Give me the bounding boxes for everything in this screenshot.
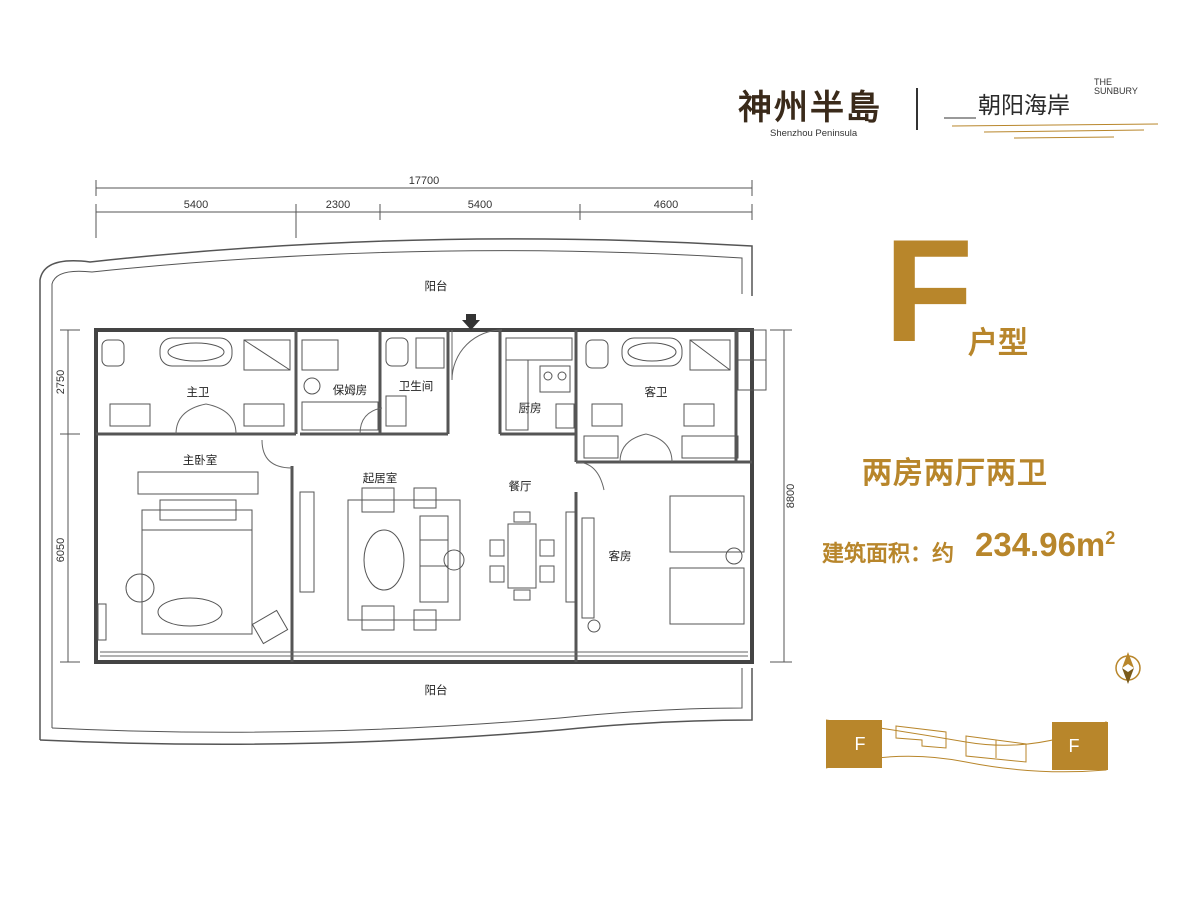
door-swings bbox=[175, 329, 673, 491]
interior-walls bbox=[96, 330, 752, 662]
nanny-room-fixtures bbox=[301, 339, 379, 431]
project-logo-lines bbox=[944, 117, 1159, 139]
living-room-furniture bbox=[299, 487, 465, 631]
guest-bath-fixtures bbox=[585, 337, 731, 427]
dining-furniture bbox=[489, 511, 577, 603]
project-logo-english-line1: THE bbox=[1094, 77, 1112, 87]
room-nanny: 保姆房 bbox=[333, 383, 368, 397]
area-label: 建筑面积：约 bbox=[822, 542, 955, 567]
room-kitchen: 厨房 bbox=[519, 401, 542, 415]
dim-segment-3: 5400 bbox=[468, 199, 492, 211]
developer-logo-english: Shenzhou Peninsula bbox=[770, 128, 858, 139]
balcony-outline bbox=[39, 238, 753, 745]
master-bedroom-furniture bbox=[97, 471, 289, 645]
room-guest-bath: 客卫 bbox=[645, 385, 668, 399]
key-plan-unit-left bbox=[826, 720, 882, 768]
room-master-bedroom: 主卧室 bbox=[183, 453, 218, 467]
room-balcony-south: 阳台 bbox=[425, 683, 448, 697]
bathroom-fixtures bbox=[385, 337, 445, 427]
unit-layout: 两房两厅两卫 bbox=[862, 456, 1048, 491]
dim-segment-4: 4600 bbox=[654, 199, 678, 211]
brand-divider bbox=[916, 88, 918, 130]
dim-right-total: 8800 bbox=[785, 484, 797, 508]
project-logo-english-line2: SUNBURY bbox=[1094, 86, 1138, 96]
room-living: 起居室 bbox=[363, 471, 398, 485]
area-unit-superscript: 2 bbox=[1105, 528, 1116, 548]
dim-left-bottom: 6050 bbox=[55, 538, 67, 562]
guest-room-furniture bbox=[581, 495, 745, 633]
shaft bbox=[737, 329, 767, 391]
wardrobes bbox=[583, 435, 739, 459]
dim-segment-1: 5400 bbox=[184, 199, 208, 211]
key-plan-label-right: F bbox=[1069, 736, 1080, 756]
floor-plan: 17700 5400 2300 5400 4600 2750 6050 8800… bbox=[39, 175, 797, 745]
key-plan-unit-right bbox=[1052, 722, 1108, 770]
master-bath-fixtures bbox=[101, 337, 291, 427]
room-master-bath: 主卫 bbox=[187, 385, 210, 399]
project-logo-text: 朝阳海岸 bbox=[978, 93, 1070, 119]
dim-total-width: 17700 bbox=[409, 175, 440, 187]
room-bathroom: 卫生间 bbox=[399, 379, 434, 393]
kitchen-fixtures bbox=[505, 337, 575, 431]
room-balcony-north: 阳台 bbox=[425, 279, 448, 293]
key-plan-label-left: F bbox=[855, 734, 866, 754]
unit-type-letter: F bbox=[884, 209, 974, 372]
room-dining: 餐厅 bbox=[509, 479, 532, 493]
area-number: 234.96m bbox=[975, 526, 1106, 563]
dimension-lines bbox=[60, 180, 792, 663]
exterior-walls bbox=[94, 328, 754, 664]
unit-type-suffix: 户型 bbox=[968, 326, 1028, 361]
north-arrow-icon bbox=[1115, 652, 1141, 684]
entrance-arrow-icon bbox=[462, 314, 480, 330]
room-guest: 客房 bbox=[609, 549, 632, 563]
dim-segment-2: 2300 bbox=[326, 199, 350, 211]
dim-left-top: 2750 bbox=[55, 370, 67, 394]
area-value: 234.96m2 bbox=[975, 526, 1115, 564]
developer-logo-text: 神州半島 bbox=[738, 88, 882, 128]
key-plan: F F bbox=[826, 719, 1108, 773]
project-logo-english: THE SUNBURY bbox=[1094, 78, 1164, 96]
south-windows bbox=[100, 651, 748, 657]
